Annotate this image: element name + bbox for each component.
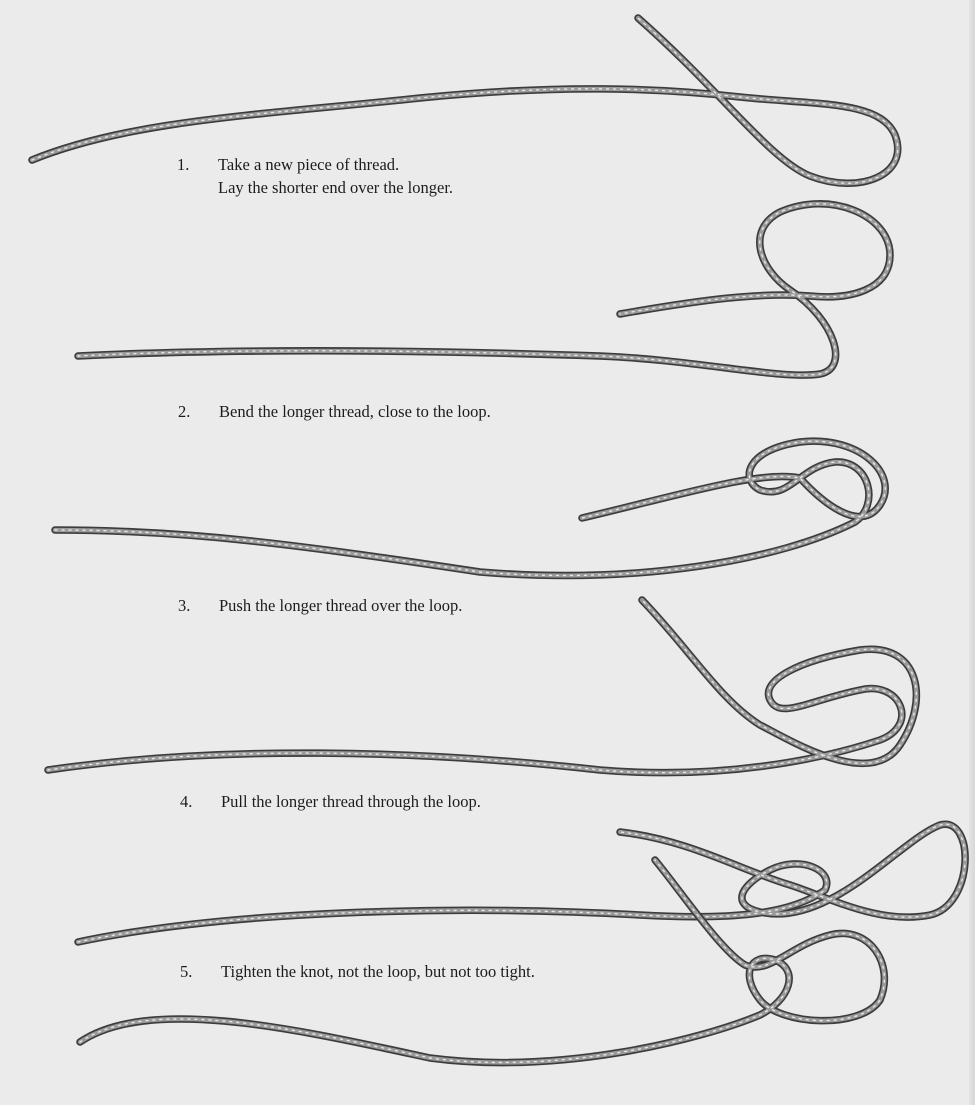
step-number: 1. — [177, 153, 189, 176]
step-text-line: Take a new piece of thread. — [218, 153, 453, 176]
step-text-line: Push the longer thread over the loop. — [219, 594, 462, 617]
step-text-line: Bend the longer thread, close to the loo… — [219, 400, 491, 423]
step-number: 5. — [180, 960, 192, 983]
thread-outline — [48, 600, 916, 773]
thread-outline — [78, 204, 890, 375]
thread-illustration-step-5 — [78, 824, 965, 942]
thread-outline — [78, 824, 965, 942]
thread-twist — [48, 600, 916, 773]
thread-illustration-step-4 — [48, 600, 916, 773]
step-number: 3. — [178, 594, 190, 617]
thread-body — [48, 600, 916, 773]
thread-illustration-step-1 — [32, 18, 898, 183]
step-number: 4. — [180, 790, 192, 813]
thread-body — [32, 18, 898, 183]
step-text-line: Tighten the knot, not the loop, but not … — [221, 960, 535, 983]
step-text-line: Pull the longer thread through the loop. — [221, 790, 481, 813]
thread-illustration-step-3 — [55, 441, 885, 575]
step-number: 2. — [178, 400, 190, 423]
thread-illustration-step-2 — [78, 204, 890, 375]
thread-body — [55, 441, 885, 575]
step-text-line: Lay the shorter end over the longer. — [218, 176, 453, 199]
